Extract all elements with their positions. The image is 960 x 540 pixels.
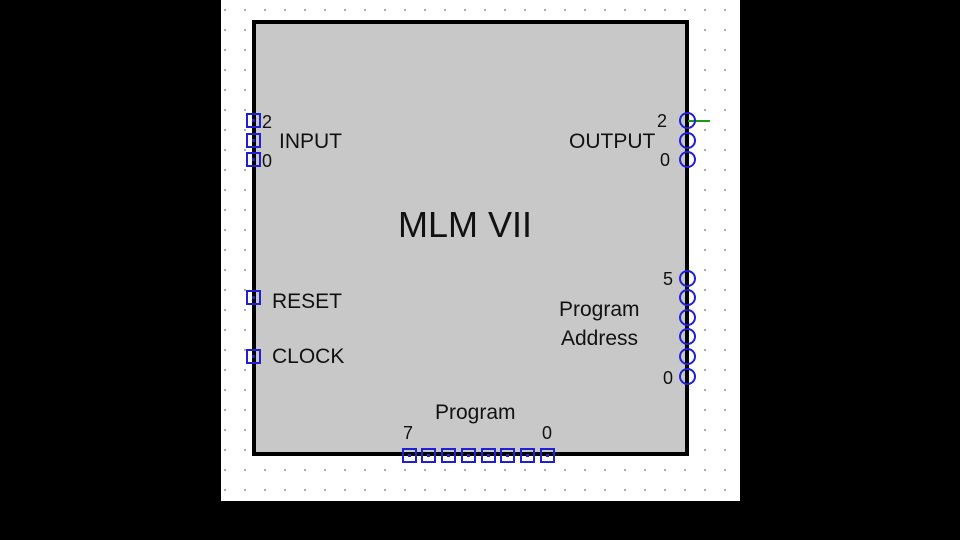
program-pin-2[interactable] (500, 448, 515, 463)
reset-pin[interactable] (246, 290, 261, 305)
program-msb-index: 7 (403, 423, 414, 443)
output-lsb-index: 0 (660, 150, 671, 170)
input-msb-index: 2 (262, 112, 273, 132)
program-address-lsb-index: 0 (663, 368, 674, 388)
input-pin-1[interactable] (246, 133, 261, 148)
input-pin-2[interactable] (246, 113, 261, 128)
program-address-pin-5[interactable] (679, 270, 696, 287)
output-pin-0[interactable] (679, 151, 696, 168)
reset-label: RESET (272, 290, 343, 313)
program-address-pin-1[interactable] (679, 348, 696, 365)
program-lsb-index: 0 (542, 423, 553, 443)
component-title: MLM VII (398, 204, 533, 245)
program-address-pin-2[interactable] (679, 328, 696, 345)
clock-label: CLOCK (272, 345, 345, 368)
program-pin-5[interactable] (441, 448, 456, 463)
clock-pin[interactable] (246, 349, 261, 364)
program-pin-6[interactable] (421, 448, 436, 463)
output-pin-2[interactable] (679, 112, 696, 129)
program-pin-1[interactable] (520, 448, 535, 463)
program-label: Program (435, 401, 516, 424)
program-address-label-line1: Program (559, 298, 640, 321)
program-pin-3[interactable] (481, 448, 496, 463)
program-address-pin-3[interactable] (679, 309, 696, 326)
output-wire[interactable] (688, 120, 710, 122)
output-pin-1[interactable] (679, 132, 696, 149)
program-pin-0[interactable] (540, 448, 555, 463)
program-address-pin-4[interactable] (679, 289, 696, 306)
input-lsb-index: 0 (262, 151, 273, 171)
input-label: INPUT (279, 130, 342, 153)
mlm-vii-component[interactable] (252, 20, 689, 456)
output-label: OUTPUT (569, 130, 656, 153)
input-pin-0[interactable] (246, 152, 261, 167)
program-address-label-line2: Address (561, 327, 639, 350)
program-address-msb-index: 5 (663, 269, 674, 289)
output-msb-index: 2 (657, 111, 668, 131)
program-pin-7[interactable] (402, 448, 417, 463)
program-pin-4[interactable] (461, 448, 476, 463)
program-address-pin-0[interactable] (679, 368, 696, 385)
